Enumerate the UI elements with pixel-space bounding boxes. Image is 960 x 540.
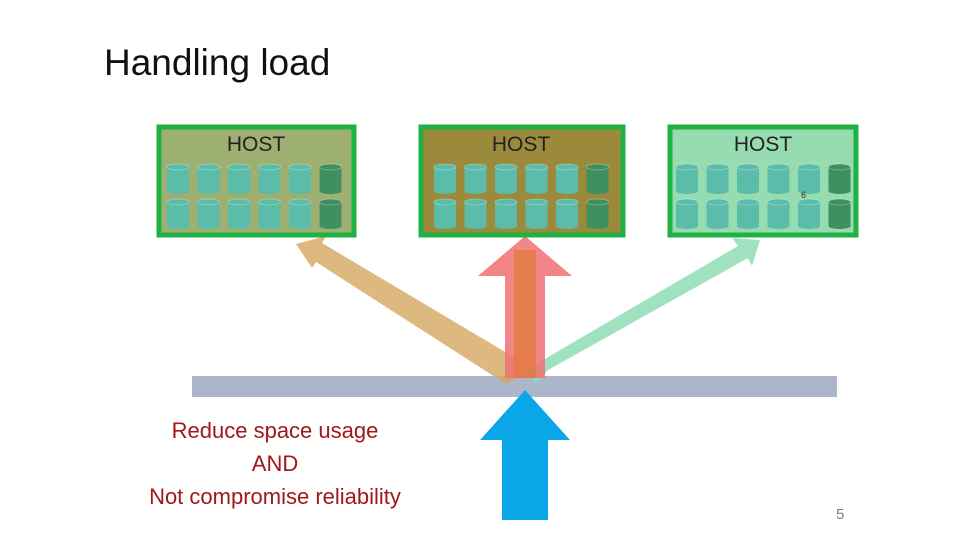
disk-icon <box>197 163 220 194</box>
host-label: HOST <box>227 133 286 156</box>
host-label: HOST <box>734 133 793 156</box>
disk-icon <box>555 198 579 229</box>
disk-icon <box>464 163 487 194</box>
host-box-3: HOST 6 <box>667 124 859 238</box>
disk-icon <box>288 163 312 194</box>
disk-icon <box>258 163 281 194</box>
disk-array <box>166 163 342 229</box>
arrow-to-host-1 <box>296 236 532 384</box>
disk-icon <box>736 198 760 229</box>
disk-icon <box>494 198 518 229</box>
disk-icon <box>767 198 790 229</box>
disk-icon <box>675 163 699 194</box>
disk-icon <box>319 198 342 229</box>
disk-icon <box>797 163 821 194</box>
disk-icon <box>525 198 548 229</box>
disk-array <box>675 163 851 229</box>
host-box-1: HOST <box>156 124 357 238</box>
disk-icon <box>797 198 821 229</box>
disk-icon <box>433 198 457 229</box>
disk-icon <box>258 198 281 229</box>
caption-line-3: Not compromise reliability <box>149 484 401 509</box>
disk-icon <box>736 163 760 194</box>
disk-icon <box>227 163 251 194</box>
disk-icon <box>464 198 487 229</box>
disk-icon <box>767 163 790 194</box>
disk-icon <box>288 198 312 229</box>
disk-icon <box>828 163 851 194</box>
slide-title: Handling load <box>104 42 331 83</box>
disk-icon <box>433 163 457 194</box>
incoming-load-arrow <box>480 390 570 520</box>
disk-icon <box>586 163 609 194</box>
caption-line-1: Reduce space usage <box>171 418 379 443</box>
disk-icon <box>525 163 548 194</box>
arrow-to-host-2 <box>478 236 572 378</box>
shared-bus-bar <box>192 376 837 397</box>
disk-icon <box>319 163 342 194</box>
disk-array <box>433 163 609 229</box>
host-tag: 6 <box>801 190 806 200</box>
host-label: HOST <box>492 133 551 156</box>
disk-icon <box>494 163 518 194</box>
disk-icon <box>706 163 729 194</box>
host-box-2: HOST <box>418 124 626 238</box>
arrow-to-host-3 <box>526 238 760 384</box>
disk-icon <box>675 198 699 229</box>
arrow-to-host-2-core <box>514 250 536 378</box>
disk-icon <box>166 198 190 229</box>
disk-icon <box>197 198 220 229</box>
caption: Reduce space usage AND Not compromise re… <box>100 414 450 513</box>
disk-icon <box>555 163 579 194</box>
disk-icon <box>586 198 609 229</box>
disk-icon <box>227 198 251 229</box>
disk-icon <box>166 163 190 194</box>
disk-icon <box>706 198 729 229</box>
disk-icon <box>828 198 851 229</box>
page-number: 5 <box>836 506 845 523</box>
caption-line-2: AND <box>251 451 299 476</box>
